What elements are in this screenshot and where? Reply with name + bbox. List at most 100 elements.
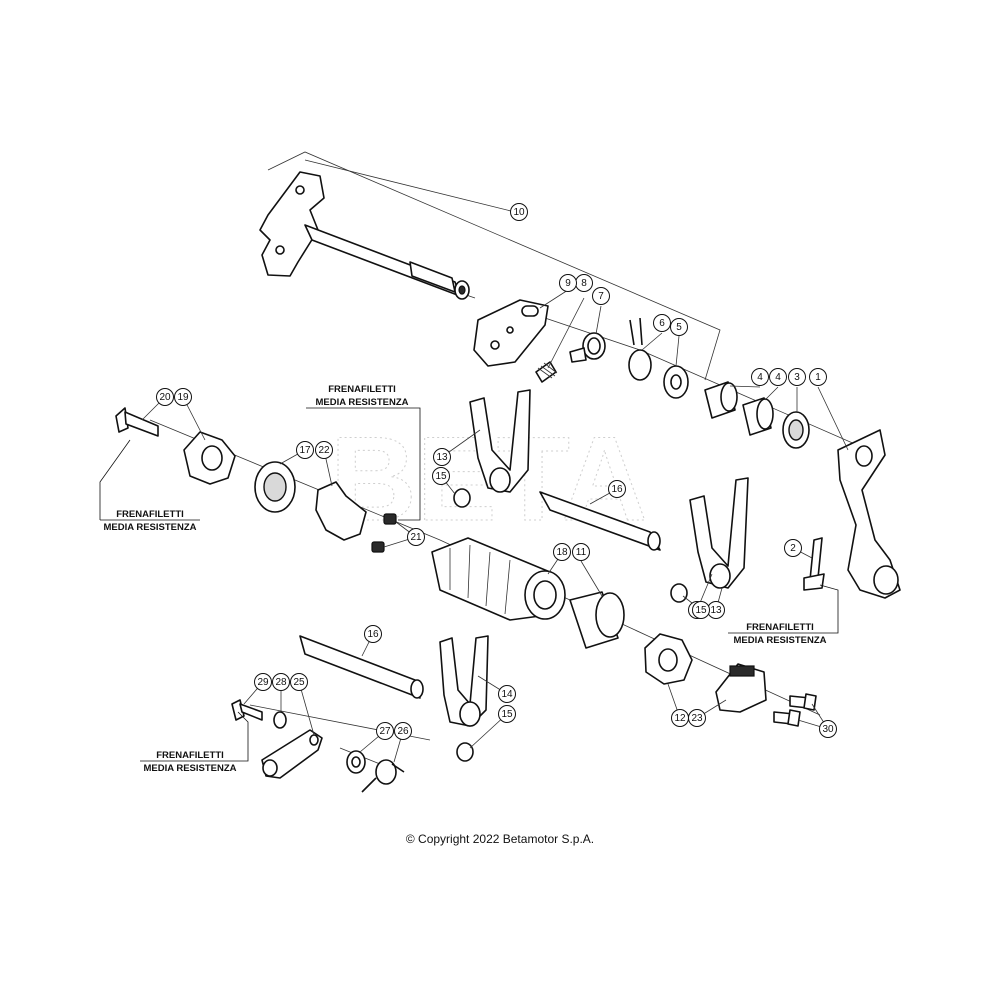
seal-17 bbox=[254, 461, 296, 513]
bushing-7 bbox=[569, 332, 606, 363]
needle-bearing-4b bbox=[742, 397, 774, 436]
callout-number: 29 bbox=[257, 677, 269, 688]
callout-15: 15 bbox=[692, 601, 710, 619]
callout-circle bbox=[174, 388, 192, 406]
callout-13: 13 bbox=[433, 448, 451, 466]
callout-16: 16 bbox=[364, 625, 382, 643]
shift-drum-18 bbox=[431, 537, 566, 621]
callout-14: 14 bbox=[498, 685, 516, 703]
callout-7: 7 bbox=[592, 287, 610, 305]
callout-circle bbox=[572, 543, 590, 561]
cam-star-12 bbox=[644, 633, 693, 685]
selector-plate bbox=[473, 299, 549, 367]
callout-18: 18 bbox=[553, 543, 571, 561]
callout-6: 6 bbox=[653, 314, 671, 332]
callout-circle bbox=[315, 441, 333, 459]
bearing-11 bbox=[569, 591, 625, 649]
callout-number: 12 bbox=[674, 713, 686, 724]
callout-1: 1 bbox=[809, 368, 827, 386]
note-line1: FRENAFILETTI bbox=[328, 384, 396, 395]
callout-number: 9 bbox=[565, 278, 571, 289]
callout-25: 25 bbox=[290, 673, 308, 691]
callout-28: 28 bbox=[272, 673, 290, 691]
shift-fork-13a bbox=[469, 389, 531, 493]
callout-number: 7 bbox=[598, 291, 604, 302]
callout-labels: 1234456789101112131313141515151616171819… bbox=[156, 203, 837, 740]
callout-number: 15 bbox=[695, 605, 707, 616]
callout-circle bbox=[788, 368, 806, 386]
callout-number: 18 bbox=[556, 547, 568, 558]
callout-circle bbox=[498, 705, 516, 723]
callout-11: 11 bbox=[572, 543, 590, 561]
callout-number: 22 bbox=[318, 445, 330, 456]
callout-23: 23 bbox=[688, 709, 706, 727]
callout-number: 27 bbox=[379, 726, 391, 737]
callout-number: 21 bbox=[410, 532, 422, 543]
gear-star-19 bbox=[183, 431, 236, 485]
callout-20: 20 bbox=[156, 388, 174, 406]
callout-circle bbox=[809, 368, 827, 386]
callout-circle bbox=[498, 685, 516, 703]
callout-number: 5 bbox=[676, 322, 682, 333]
washer-28 bbox=[273, 711, 287, 729]
callout-3: 3 bbox=[788, 368, 806, 386]
fork-rod-16b bbox=[299, 635, 424, 699]
callout-15: 15 bbox=[498, 705, 516, 723]
bolt-29 bbox=[231, 699, 263, 721]
callout-circle bbox=[670, 318, 688, 336]
note-line2: MEDIA RESISTENZA bbox=[315, 397, 408, 408]
screw-21a bbox=[383, 513, 397, 525]
callout-26: 26 bbox=[394, 722, 412, 740]
callout-number: 1 bbox=[815, 372, 821, 383]
callout-circle bbox=[510, 203, 528, 221]
note-line1: FRENAFILETTI bbox=[746, 622, 814, 633]
callout-circle bbox=[688, 709, 706, 727]
bolt-2 bbox=[803, 537, 825, 591]
callout-number: 15 bbox=[501, 709, 513, 720]
note-frenafiletti-left: FRENAFILETTI MEDIA RESISTENZA bbox=[99, 439, 200, 533]
circlip-6 bbox=[628, 317, 652, 381]
roller-pin-15b bbox=[670, 583, 688, 603]
fork-rod-16a bbox=[539, 491, 661, 551]
callout-circle bbox=[608, 480, 626, 498]
callout-circle bbox=[156, 388, 174, 406]
shift-fork-14 bbox=[439, 635, 489, 727]
callout-number: 14 bbox=[501, 689, 513, 700]
callout-circle bbox=[407, 528, 425, 546]
callout-circle bbox=[272, 673, 290, 691]
callout-circle bbox=[376, 722, 394, 740]
callout-4: 4 bbox=[751, 368, 769, 386]
callout-number: 28 bbox=[275, 677, 287, 688]
callout-number: 30 bbox=[822, 724, 834, 735]
callout-16: 16 bbox=[608, 480, 626, 498]
callout-12: 12 bbox=[671, 709, 689, 727]
spring-26 bbox=[361, 759, 405, 793]
callout-30: 30 bbox=[819, 720, 837, 738]
screw-21b bbox=[371, 541, 385, 553]
callout-circle bbox=[433, 448, 451, 466]
note-frenafiletti-top: FRENAFILETTI MEDIA RESISTENZA bbox=[306, 384, 421, 521]
callout-13: 13 bbox=[707, 601, 725, 619]
callout-circle bbox=[751, 368, 769, 386]
callout-number: 10 bbox=[513, 207, 525, 218]
callout-10: 10 bbox=[510, 203, 528, 221]
callout-circle bbox=[296, 441, 314, 459]
callout-number: 13 bbox=[436, 452, 448, 463]
callout-circle bbox=[432, 467, 450, 485]
group-bracket-10 bbox=[267, 151, 721, 381]
note-frenafiletti-bottom: FRENAFILETTI MEDIA RESISTENZA bbox=[140, 711, 249, 774]
selector-arm-25 bbox=[261, 729, 323, 779]
note-line1: FRENAFILETTI bbox=[116, 509, 184, 520]
shift-shaft-assembly bbox=[259, 171, 470, 300]
callout-number: 3 bbox=[794, 372, 800, 383]
roller-pin-15a bbox=[453, 488, 471, 508]
callout-circle bbox=[553, 543, 571, 561]
roller-pin-15c bbox=[456, 742, 474, 762]
shift-fork-13b bbox=[689, 477, 749, 589]
callout-15: 15 bbox=[432, 467, 450, 485]
callout-19: 19 bbox=[174, 388, 192, 406]
washer-5 bbox=[663, 365, 689, 399]
callout-29: 29 bbox=[254, 673, 272, 691]
